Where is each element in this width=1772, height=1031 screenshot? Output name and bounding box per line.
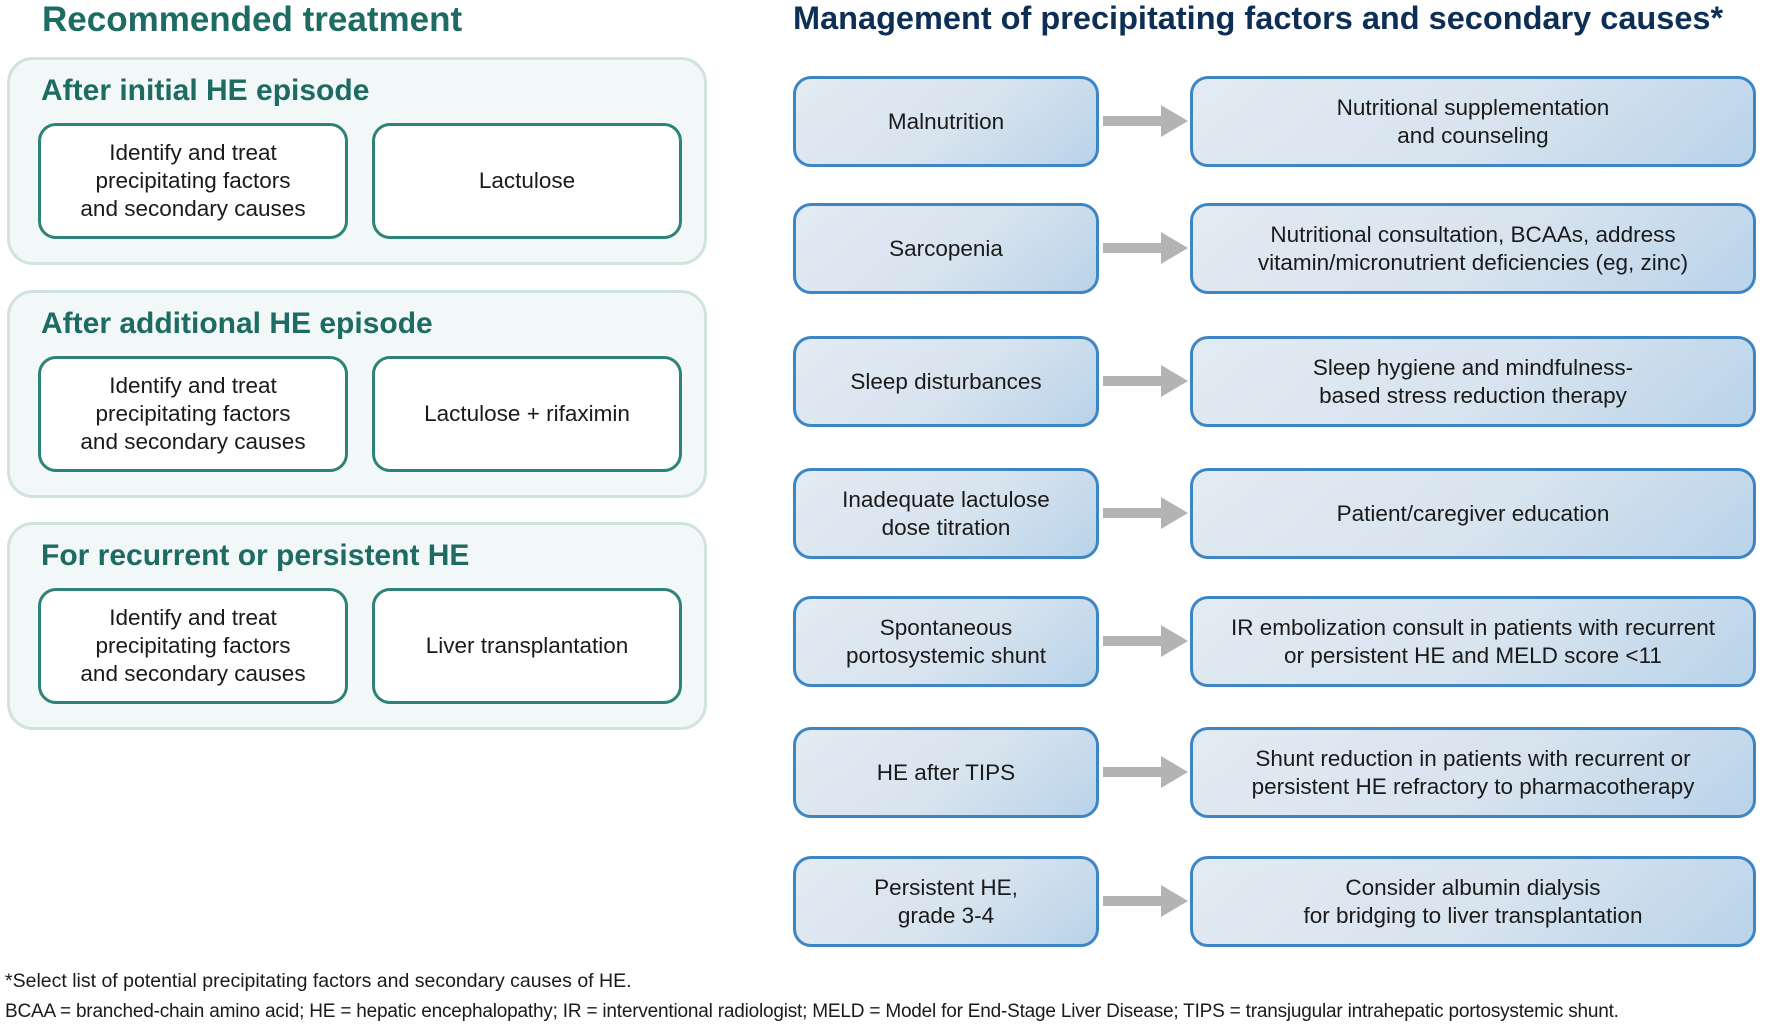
- panel-title: After additional HE episode: [41, 307, 433, 340]
- identify-treat-box: Identify and treat precipitating factors…: [38, 356, 348, 472]
- factor-sarcopenia: Sarcopenia: [793, 203, 1099, 294]
- right-arrow-icon: [1103, 625, 1188, 657]
- panel-initial-episode: After initial HE episode Identify and tr…: [7, 57, 707, 265]
- action-shunt-reduction: Shunt reduction in patients with recurre…: [1190, 727, 1756, 818]
- factor-he-after-tips: HE after TIPS: [793, 727, 1099, 818]
- action-nutritional-consultation: Nutritional consultation, BCAAs, address…: [1190, 203, 1756, 294]
- right-arrow-icon: [1103, 105, 1188, 137]
- action-caregiver-education: Patient/caregiver education: [1190, 468, 1756, 559]
- factor-portosystemic-shunt: Spontaneous portosystemic shunt: [793, 596, 1099, 687]
- action-ir-embolization: IR embolization consult in patients with…: [1190, 596, 1756, 687]
- factor-sleep-disturbances: Sleep disturbances: [793, 336, 1099, 427]
- lactulose-rifaximin-box: Lactulose + rifaximin: [372, 356, 682, 472]
- right-arrow-icon: [1103, 232, 1188, 264]
- right-arrow-icon: [1103, 885, 1188, 917]
- liver-transplantation-box: Liver transplantation: [372, 588, 682, 704]
- management-heading: Management of precipitating factors and …: [793, 0, 1724, 36]
- action-albumin-dialysis: Consider albumin dialysis for bridging t…: [1190, 856, 1756, 947]
- panel-title: After initial HE episode: [41, 74, 370, 107]
- factor-lactulose-titration: Inadequate lactulose dose titration: [793, 468, 1099, 559]
- right-arrow-icon: [1103, 497, 1188, 529]
- identify-treat-box: Identify and treat precipitating factors…: [38, 588, 348, 704]
- footnote-select-list: *Select list of potential precipitating …: [5, 970, 632, 992]
- right-arrow-icon: [1103, 365, 1188, 397]
- recommended-treatment-heading: Recommended treatment: [42, 0, 463, 39]
- footnote-abbreviations: BCAA = branched-chain amino acid; HE = h…: [5, 1001, 1619, 1022]
- action-sleep-hygiene: Sleep hygiene and mindfulness- based str…: [1190, 336, 1756, 427]
- right-arrow-icon: [1103, 756, 1188, 788]
- lactulose-box: Lactulose: [372, 123, 682, 239]
- identify-treat-box: Identify and treat precipitating factors…: [38, 123, 348, 239]
- panel-recurrent-persistent: For recurrent or persistent HE Identify …: [7, 522, 707, 730]
- panel-title: For recurrent or persistent HE: [41, 539, 470, 572]
- action-nutritional-supplementation: Nutritional supplementation and counseli…: [1190, 76, 1756, 167]
- panel-additional-episode: After additional HE episode Identify and…: [7, 290, 707, 498]
- factor-malnutrition: Malnutrition: [793, 76, 1099, 167]
- factor-persistent-he-grade: Persistent HE, grade 3-4: [793, 856, 1099, 947]
